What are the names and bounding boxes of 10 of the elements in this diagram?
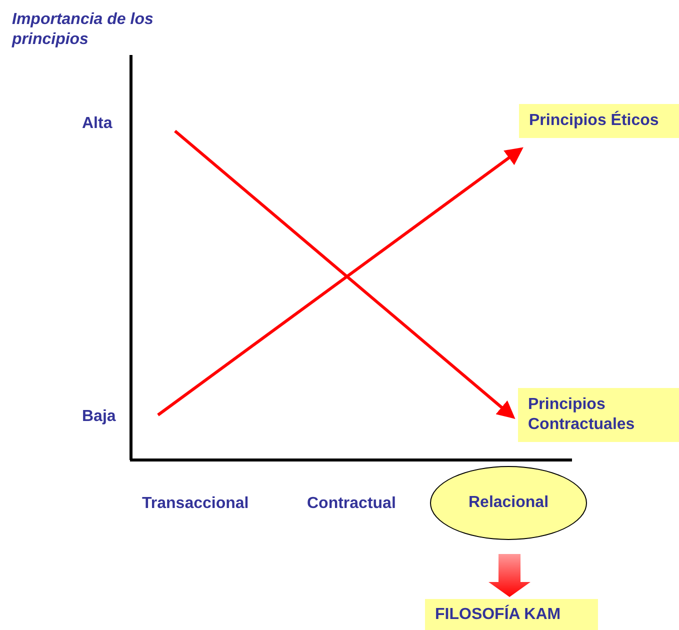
stage-ellipse: Relacional: [430, 466, 587, 540]
axis-label: Alta: [82, 114, 112, 134]
block-arrow: [488, 554, 530, 597]
axis-title: Importancia de los principios: [12, 10, 154, 50]
axis-label: Contractual: [307, 494, 396, 514]
axis-label: Transaccional: [142, 494, 249, 514]
highlight-box: Principios Contractuales: [518, 388, 679, 442]
highlight-box: FILOSOFÍA KAM: [425, 599, 598, 630]
highlight-box: Principios Éticos: [519, 104, 679, 138]
axis-label: Baja: [82, 407, 116, 427]
